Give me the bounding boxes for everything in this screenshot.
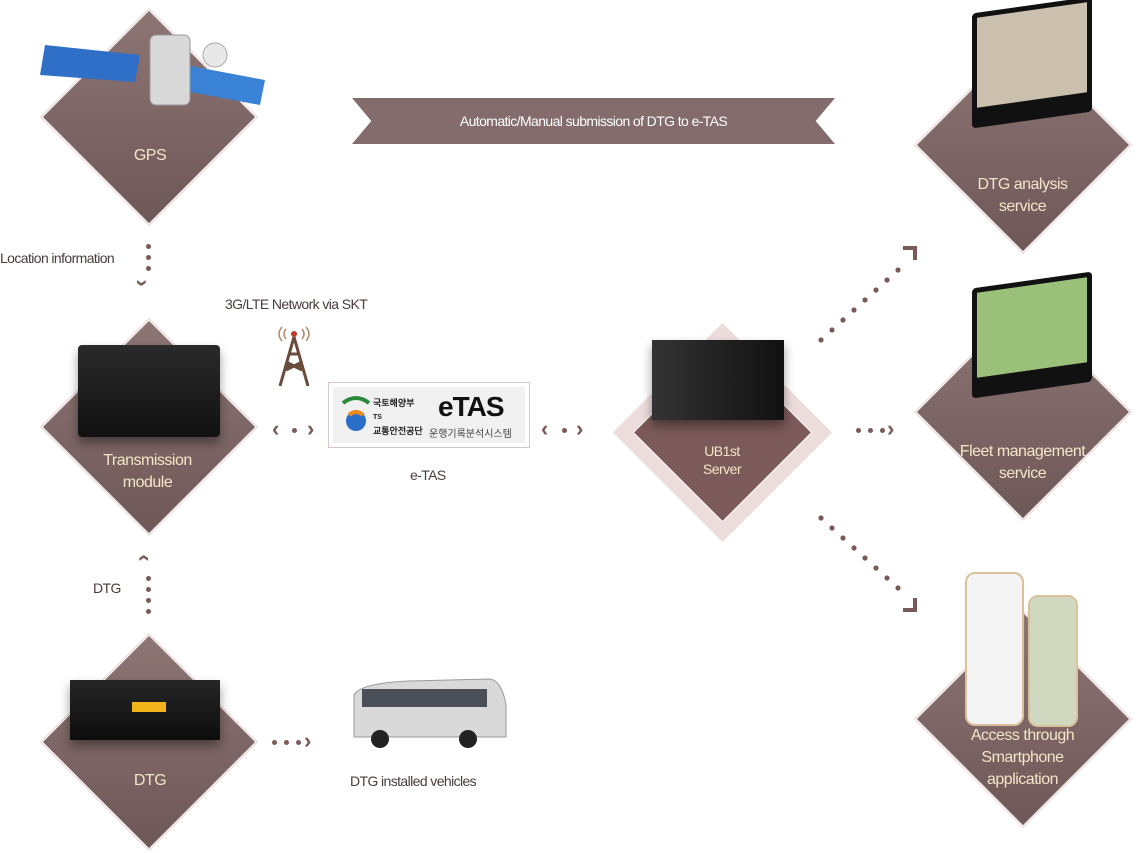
ts-text: TS [373, 414, 382, 421]
bus-icon [353, 678, 507, 748]
arrow-right-icon: › [304, 728, 312, 753]
location-caption: Location information [0, 250, 115, 266]
arrow-to-smartphone [818, 515, 917, 612]
server-rack-image [652, 340, 784, 420]
label-line: DTG analysis [977, 176, 1068, 193]
arrow-to-analysis [818, 246, 917, 343]
phone-map-image [1028, 595, 1078, 727]
dot [146, 576, 151, 581]
dot [868, 428, 873, 433]
satellite-icon [40, 34, 265, 106]
smartphone-label: Access through Smartphone application [960, 725, 1085, 791]
vehicles-caption: DTG installed vehicles [350, 773, 477, 789]
etas-caption: e-TAS [410, 467, 446, 483]
dot [146, 244, 151, 249]
dtg-analysis-label: DTG analysis service [960, 174, 1085, 218]
fleet-label: Fleet management service [945, 441, 1100, 485]
label-line: Server [702, 461, 742, 477]
server-label: UB1st Server [672, 442, 772, 478]
label-line: Access through [970, 727, 1075, 744]
transmission-label: Transmission module [85, 450, 210, 494]
dot [146, 587, 151, 592]
label-line: UB1st [704, 443, 740, 459]
etas-logo: 국토해양부 TS 교통안전공단 eTAS 운행기록분석시스템 [328, 382, 530, 448]
ts-emblem-icon [341, 396, 371, 431]
dot [146, 255, 151, 260]
dtg-display [132, 702, 166, 712]
dot [272, 740, 277, 745]
monitor-screen [977, 2, 1087, 108]
monitor-map-screen [977, 277, 1087, 378]
label-line: service [998, 465, 1047, 482]
banner-text: Automatic/Manual submission of DTG to e-… [459, 113, 728, 129]
label-line: Smartphone [981, 749, 1064, 766]
dot [146, 598, 151, 603]
dot [284, 740, 289, 745]
ministry-text: 국토해양부 [373, 398, 415, 408]
dtg-label: DTG [133, 772, 167, 789]
arrow-right-icon: › [307, 416, 315, 441]
cell-tower-icon [278, 326, 310, 387]
gps-label: GPS [133, 147, 167, 164]
phone-list-image [965, 572, 1024, 726]
label-line: module [122, 474, 173, 491]
arrow-right-icon: › [576, 416, 584, 441]
dot [146, 266, 151, 271]
dtg-flow-caption: DTG [93, 580, 121, 596]
label-line: service [998, 198, 1047, 215]
agency-text: 교통안전공단 [373, 426, 423, 436]
dtg-device-image [70, 680, 220, 740]
label-line: Fleet management [959, 443, 1086, 460]
label-line: Transmission [103, 452, 192, 469]
arrow-left-icon: ‹ [541, 416, 549, 441]
dot [146, 609, 151, 614]
submission-banner: Automatic/Manual submission of DTG to e-… [352, 98, 835, 144]
dot [856, 428, 861, 433]
dot [296, 740, 301, 745]
arrow-down-icon: › [130, 279, 156, 287]
dot [880, 428, 885, 433]
system-text: 운행기록분석시스템 [429, 429, 512, 440]
dot [562, 428, 567, 433]
etas-logo-bg: 국토해양부 TS 교통안전공단 eTAS 운행기록분석시스템 [333, 387, 525, 443]
label-line: application [987, 771, 1059, 788]
dot [292, 428, 297, 433]
network-caption: 3G/LTE Network via SKT [225, 296, 368, 312]
arrow-up-icon: › [129, 554, 155, 562]
monitor-image [972, 0, 1092, 129]
transmission-module-image [78, 345, 220, 437]
monitor-image [972, 271, 1092, 399]
arrow-right-icon: › [887, 416, 895, 441]
etas-brand-text: eTAS [438, 391, 504, 422]
arrow-left-icon: ‹ [272, 416, 280, 441]
diamond-bg [42, 635, 256, 849]
